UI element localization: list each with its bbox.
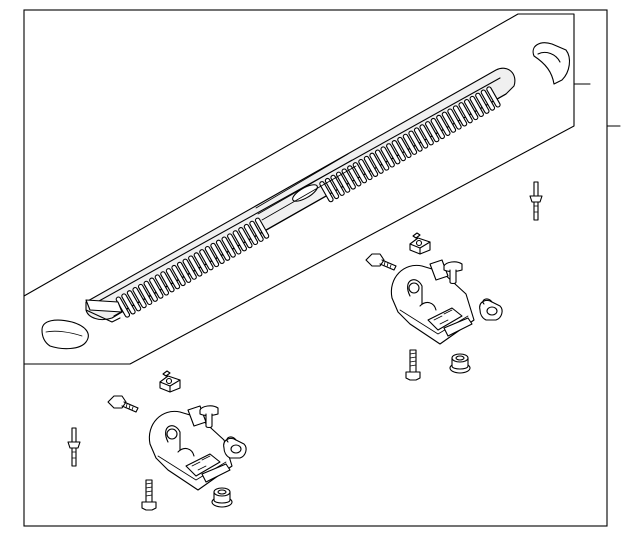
tread-slot xyxy=(413,127,429,149)
tread-slot xyxy=(121,293,136,315)
tread-slot xyxy=(330,174,345,196)
tread-slot xyxy=(419,124,434,146)
running-board-end-plate xyxy=(85,299,123,313)
tread-slot xyxy=(193,252,208,274)
tread-slot xyxy=(210,242,225,264)
tread-slot xyxy=(335,171,351,193)
tread-slot xyxy=(397,136,412,159)
tread-slot xyxy=(386,143,401,165)
flange-nut xyxy=(449,353,471,374)
tread-slot xyxy=(380,146,395,168)
tread-slot xyxy=(232,230,247,252)
u-nut xyxy=(159,370,181,393)
tread-slot xyxy=(199,249,214,271)
bracket-bolt xyxy=(107,395,139,413)
tread-slot xyxy=(154,274,170,296)
tread-slot xyxy=(227,233,242,255)
stud-bolt xyxy=(141,479,157,511)
running-board-end-cap xyxy=(532,42,571,85)
tread-slot xyxy=(221,236,236,258)
locating-pin xyxy=(529,181,543,221)
tread-slot xyxy=(249,220,264,242)
tread-slot xyxy=(391,140,406,162)
mounting-bracket xyxy=(148,405,233,491)
tread-slot xyxy=(238,227,253,249)
tread-slot xyxy=(486,86,501,108)
tread-slot xyxy=(149,277,164,299)
tread-slot xyxy=(132,287,147,309)
tread-slot xyxy=(452,105,468,127)
tread-slot xyxy=(458,102,473,124)
tread-slot xyxy=(204,246,220,268)
tread-slot xyxy=(347,165,362,187)
tread-slot xyxy=(126,290,142,312)
tread-slot xyxy=(369,152,384,174)
tread-slot xyxy=(171,264,186,287)
diagram-frame xyxy=(23,9,608,527)
tread-slot xyxy=(143,280,158,302)
tread-slot xyxy=(341,168,356,190)
tread-slot xyxy=(480,89,496,111)
tread-slots-left xyxy=(115,217,270,318)
running-board xyxy=(85,67,516,323)
tread-slot xyxy=(464,99,479,121)
tread-slot xyxy=(176,261,192,283)
tread-slot xyxy=(115,296,131,318)
tread-slot xyxy=(402,133,418,155)
tread-slot xyxy=(469,95,484,117)
stud-bolt xyxy=(405,349,421,381)
tread-slot xyxy=(408,130,423,152)
tread-slots-right xyxy=(319,86,501,203)
tread-slot xyxy=(182,258,197,280)
retainer-nut xyxy=(479,298,503,321)
tread-slot xyxy=(430,117,445,140)
u-nut xyxy=(409,232,431,255)
tread-slot xyxy=(447,108,462,130)
tread-slot xyxy=(352,162,367,184)
tread-slot xyxy=(254,217,270,239)
tread-slot xyxy=(441,111,457,133)
locating-pin xyxy=(67,427,81,467)
tread-slot xyxy=(243,223,259,246)
tread-slot xyxy=(374,149,390,171)
tread-slot xyxy=(363,155,379,177)
tread-slot xyxy=(188,255,203,277)
tread-slot xyxy=(324,177,340,200)
tread-slot xyxy=(137,283,153,305)
tread-slot xyxy=(215,239,231,261)
tread-slot xyxy=(160,271,175,293)
tread-slot xyxy=(436,114,451,136)
tread-slot xyxy=(425,121,440,143)
tread-slot xyxy=(165,268,181,290)
bracket-bolt xyxy=(365,253,397,271)
tread-slot xyxy=(319,181,334,203)
tread-slot xyxy=(475,92,490,114)
tread-slot xyxy=(358,159,373,181)
running-board-end-pad xyxy=(41,319,89,350)
running-board-logo xyxy=(255,153,357,221)
running-board-callout-box xyxy=(23,13,575,365)
mounting-bracket xyxy=(390,259,475,345)
flange-nut xyxy=(211,487,233,508)
retainer-nut xyxy=(223,436,247,459)
